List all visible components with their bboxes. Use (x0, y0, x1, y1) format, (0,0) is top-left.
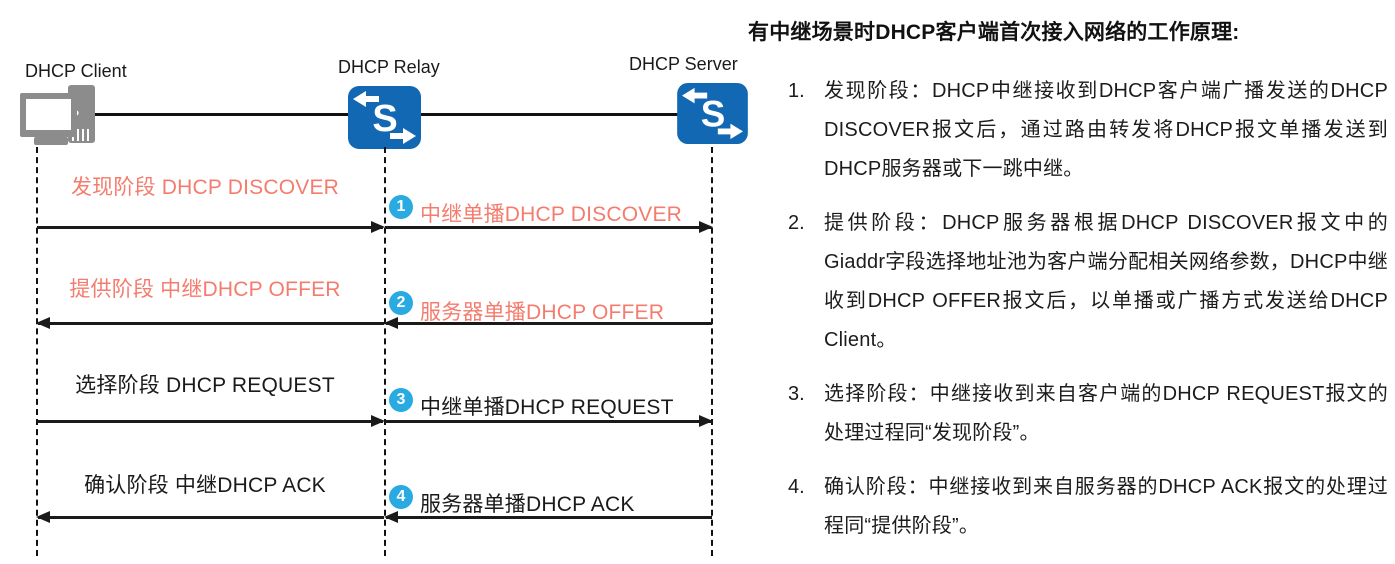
list-item-number: 3. (788, 383, 805, 405)
msg-label-discover-client: 发现阶段 DHCP DISCOVER (70, 176, 340, 199)
list-item-number: 2. (788, 212, 805, 234)
list-item-number: 4. (788, 476, 805, 498)
actor-label-relay: DHCP Relay (338, 57, 440, 77)
msg-label-discover-relay: 中继单播DHCP DISCOVER (420, 203, 683, 226)
step-circle-4: 4 (389, 485, 413, 509)
actor-label-client: DHCP Client (25, 61, 127, 81)
list-item: 2. 提供阶段：DHCP服务器根据DHCP DISCOVER报文中的Giaddr… (748, 204, 1388, 360)
msg-arrow-request-relay-to-server (385, 420, 711, 423)
switch-letter-server: S (701, 94, 726, 135)
switch-icon-server: S (677, 83, 748, 149)
step-circle-1: 1 (389, 195, 413, 219)
msg-arrow-offer-server-to-relay (386, 322, 712, 325)
switch-icon-relay: S (348, 86, 421, 154)
msg-arrow-offer-relay-to-client (38, 322, 384, 325)
explanation-panel: 有中继场景时DHCP客户端首次接入网络的工作原理: 1. 发现阶段：DHCP中继… (748, 16, 1388, 561)
msg-label-offer-relay: 服务器单播DHCP OFFER (420, 301, 665, 324)
panel-title: 有中继场景时DHCP客户端首次接入网络的工作原理: (748, 21, 1240, 44)
msg-label-ack-client: 确认阶段 中继DHCP ACK (84, 474, 326, 497)
msg-label-request-relay: 中继单播DHCP REQUEST (420, 396, 674, 419)
lifeline-relay (384, 147, 386, 556)
list-item-text: 选择阶段：中继接收到来自客户端的DHCP REQUEST报文的处理过程同“发现阶… (824, 383, 1388, 444)
list-item-number: 1. (788, 80, 805, 102)
msg-arrow-request-client-to-relay (37, 420, 383, 423)
actor-label-server: DHCP Server (629, 54, 738, 74)
list-item-text: 提供阶段：DHCP服务器根据DHCP DISCOVER报文中的Giaddr字段选… (824, 212, 1388, 351)
msg-arrow-ack-server-to-relay (386, 516, 712, 519)
computer-icon (18, 83, 98, 154)
msg-arrow-ack-relay-to-client (38, 516, 384, 519)
numbered-list: 1. 发现阶段：DHCP中继接收到DHCP客户端广播发送的DHCP DISCOV… (748, 72, 1388, 546)
list-item: 4. 确认阶段：中继接收到来自服务器的DHCP ACK报文的处理过程同“提供阶段… (748, 468, 1388, 546)
lifeline-client (36, 147, 38, 556)
msg-arrow-discover-client-to-relay (37, 226, 383, 229)
step-circle-2: 2 (389, 291, 413, 315)
lifeline-server (711, 147, 713, 556)
list-item-text: 确认阶段：中继接收到来自服务器的DHCP ACK报文的处理过程同“提供阶段”。 (824, 476, 1388, 537)
list-item: 1. 发现阶段：DHCP中继接收到DHCP客户端广播发送的DHCP DISCOV… (748, 72, 1388, 189)
list-item: 3. 选择阶段：中继接收到来自客户端的DHCP REQUEST报文的处理过程同“… (748, 375, 1388, 453)
msg-label-ack-relay: 服务器单播DHCP ACK (420, 493, 635, 516)
msg-label-request-client: 选择阶段 DHCP REQUEST (75, 374, 335, 397)
msg-arrow-discover-relay-to-server (385, 226, 711, 229)
step-circle-3: 3 (389, 388, 413, 412)
list-item-text: 发现阶段：DHCP中继接收到DHCP客户端广播发送的DHCP DISCOVER报… (824, 80, 1388, 180)
msg-label-offer-client: 提供阶段 中继DHCP OFFER (69, 278, 341, 301)
